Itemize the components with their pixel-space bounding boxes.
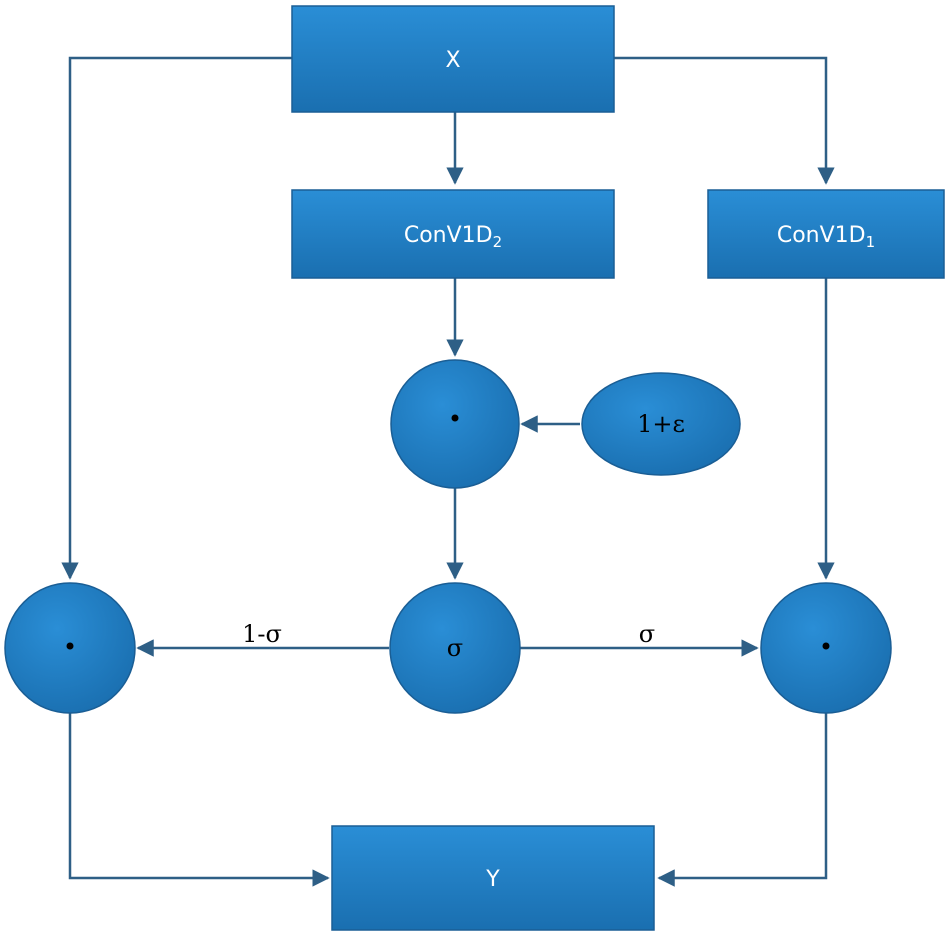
conv1d-1-label: ConV1D1 [777, 223, 875, 251]
edge-right-multiply-to-y [657, 713, 828, 887]
left-multiply-node [4, 582, 136, 714]
right-multiply-dot [822, 642, 830, 650]
top-multiply-dot [451, 414, 459, 422]
conv1d-2-label: ConV1D2 [404, 223, 502, 251]
edge-x-to-left-multiply [61, 56, 292, 580]
y-node-label: Y [485, 867, 500, 892]
sigma-label: σ [447, 634, 463, 662]
conv1d-2-node: ConV1D2 [291, 189, 615, 279]
edges [61, 56, 835, 887]
top-multiply-node [390, 359, 520, 489]
edge-label-one-minus-sigma: 1-σ [242, 620, 282, 648]
right-multiply-node [760, 582, 892, 714]
left-multiply-dot [66, 642, 74, 650]
conv1d-1-node: ConV1D1 [707, 189, 945, 279]
sigma-node: σ [389, 582, 521, 714]
edge-left-multiply-to-y [68, 713, 330, 887]
edge-x-to-conv1 [614, 56, 835, 185]
one-plus-epsilon-label: 1+ε [637, 410, 685, 438]
y-node: Y [331, 825, 655, 931]
edge-label-sigma: σ [639, 620, 655, 648]
x-node-label: X [445, 48, 460, 73]
one-plus-epsilon-node: 1+ε [581, 372, 741, 476]
x-node: X [291, 5, 615, 113]
